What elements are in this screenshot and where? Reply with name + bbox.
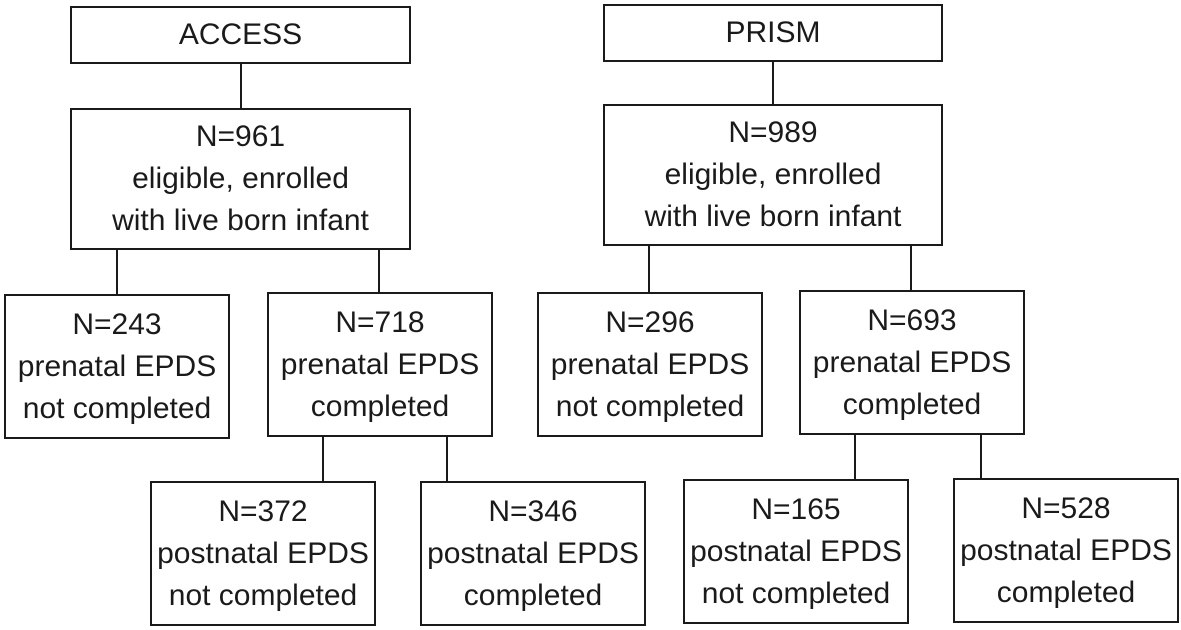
- access-title: ACCESS: [178, 18, 303, 51]
- prism-title: PRISM: [725, 16, 821, 49]
- prism-enrolled-box: N=989 eligible, enrolled with live born …: [603, 104, 943, 246]
- access-postnatal-not-count: N=372: [218, 494, 308, 528]
- access-enrolled-line2: with live born infant: [112, 204, 369, 237]
- prism-title-box: PRISM: [603, 4, 943, 62]
- access-title-box: ACCESS: [70, 6, 411, 64]
- connector-access-enrolled-to-prenatal-done: [378, 250, 380, 294]
- access-postnatal-not-line2: not completed: [168, 578, 358, 612]
- access-postnatal-not-completed-box: N=372 postnatal EPDS not completed: [150, 481, 376, 626]
- access-postnatal-done-count: N=346: [488, 494, 578, 528]
- prism-enrolled-count: N=989: [728, 116, 818, 149]
- connector-prism-enrolled-to-prenatal-not: [648, 246, 650, 292]
- prism-prenatal-not-completed-box: N=296 prenatal EPDS not completed: [537, 292, 763, 437]
- prism-postnatal-completed-box: N=528 postnatal EPDS completed: [953, 478, 1179, 623]
- access-prenatal-not-completed-box: N=243 prenatal EPDS not completed: [4, 294, 230, 439]
- access-enrolled-box: N=961 eligible, enrolled with live born …: [70, 108, 411, 250]
- prism-postnatal-not-completed-box: N=165 postnatal EPDS not completed: [683, 479, 909, 624]
- access-postnatal-done-line2: completed: [463, 578, 603, 612]
- access-prenatal-done-line2: completed: [310, 389, 450, 423]
- access-prenatal-completed-box: N=718 prenatal EPDS completed: [267, 292, 493, 437]
- prism-postnatal-not-line1: postnatal EPDS: [690, 534, 902, 568]
- prism-postnatal-done-line2: completed: [996, 575, 1136, 609]
- prism-enrolled-line2: with live born infant: [644, 200, 902, 233]
- access-prenatal-not-line1: prenatal EPDS: [17, 349, 217, 383]
- connector-access-enrolled-to-prenatal-not: [116, 250, 118, 294]
- access-prenatal-done-line1: prenatal EPDS: [280, 347, 480, 381]
- connector-prism-prenatal-to-postnatal-done: [980, 435, 982, 479]
- prism-prenatal-not-count: N=296: [605, 305, 695, 339]
- prism-enrolled-line1: eligible, enrolled: [664, 158, 882, 191]
- prism-prenatal-done-line2: completed: [842, 387, 982, 421]
- access-enrolled-count: N=961: [195, 120, 286, 153]
- prism-postnatal-not-line2: not completed: [701, 576, 891, 610]
- connector-access-prenatal-to-postnatal-not: [322, 437, 324, 481]
- connector-prism-enrolled-to-prenatal-done: [910, 246, 912, 290]
- access-enrolled-line1: eligible, enrolled: [132, 162, 349, 195]
- prism-prenatal-not-line2: not completed: [555, 389, 745, 423]
- connector-access-prenatal-to-postnatal-done: [446, 437, 448, 481]
- access-prenatal-done-count: N=718: [335, 305, 425, 339]
- connector-prism-prenatal-to-postnatal-not: [854, 435, 856, 479]
- access-prenatal-not-line2: not completed: [22, 391, 212, 425]
- access-postnatal-done-line1: postnatal EPDS: [427, 536, 639, 570]
- prism-postnatal-done-line1: postnatal EPDS: [960, 533, 1172, 567]
- access-postnatal-not-line1: postnatal EPDS: [157, 536, 369, 570]
- access-prenatal-not-count: N=243: [72, 307, 162, 341]
- prism-prenatal-done-line1: prenatal EPDS: [812, 345, 1012, 379]
- connector-access-title-to-enrolled: [240, 64, 242, 108]
- connector-prism-title-to-enrolled: [772, 62, 774, 104]
- access-postnatal-completed-box: N=346 postnatal EPDS completed: [420, 481, 646, 626]
- prism-postnatal-not-count: N=165: [751, 492, 841, 526]
- prism-prenatal-not-line1: prenatal EPDS: [550, 347, 750, 381]
- prism-postnatal-done-count: N=528: [1021, 491, 1111, 525]
- prism-prenatal-done-count: N=693: [867, 303, 957, 337]
- prism-prenatal-completed-box: N=693 prenatal EPDS completed: [799, 290, 1025, 435]
